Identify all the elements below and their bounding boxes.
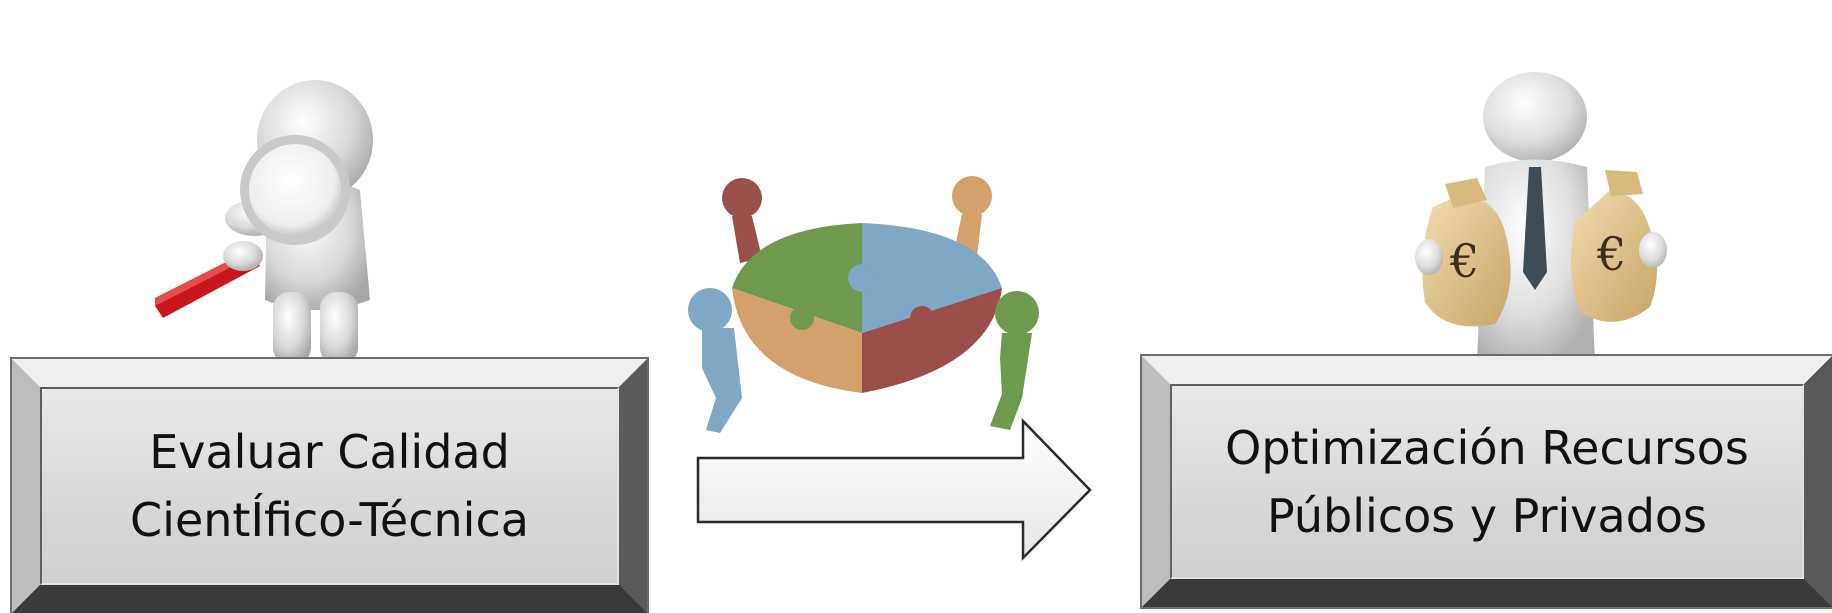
svg-text:€: € xyxy=(1449,234,1479,288)
team-puzzle-icon xyxy=(672,168,1052,438)
right-arrow-icon xyxy=(695,418,1095,563)
person-with-magnifying-glass-icon xyxy=(155,70,445,370)
evaluate-quality-box: Evaluar Calidad CientÍfico-Técnica xyxy=(12,359,647,613)
left-box-line-2: CientÍfico-Técnica xyxy=(130,493,529,547)
svg-text:€: € xyxy=(1596,227,1626,281)
person-with-euro-money-bags-icon: € € xyxy=(1405,72,1675,362)
left-box-line-1: Evaluar Calidad xyxy=(149,425,510,479)
right-box-line-2: Públicos y Privados xyxy=(1266,488,1708,543)
right-box-line-1: Optimización Recursos xyxy=(1225,420,1749,475)
evaluate-quality-panel: Evaluar Calidad CientÍfico-Técnica xyxy=(40,387,619,585)
optimize-resources-box: Optimización Recursos Públicos y Privado… xyxy=(1142,356,1832,607)
optimize-resources-panel: Optimización Recursos Públicos y Privado… xyxy=(1170,384,1804,579)
